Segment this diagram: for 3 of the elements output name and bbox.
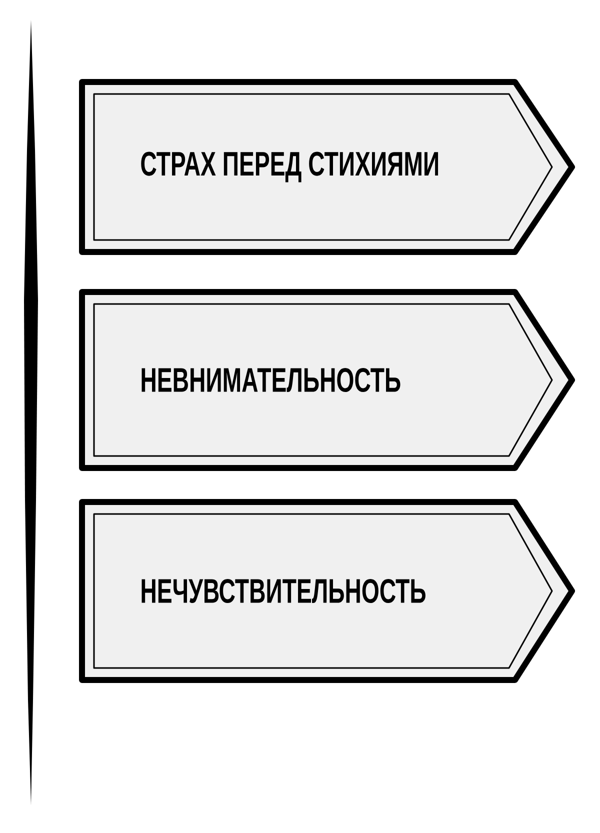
signpost: НЕЧУВСТВИТЕЛЬНОСТЬ [79, 499, 575, 683]
signpost: НЕВНИМАТЕЛЬНОСТЬ [79, 289, 575, 471]
signpost: СТРАХ ПЕРЕД СТИХИЯМИ [79, 79, 575, 255]
